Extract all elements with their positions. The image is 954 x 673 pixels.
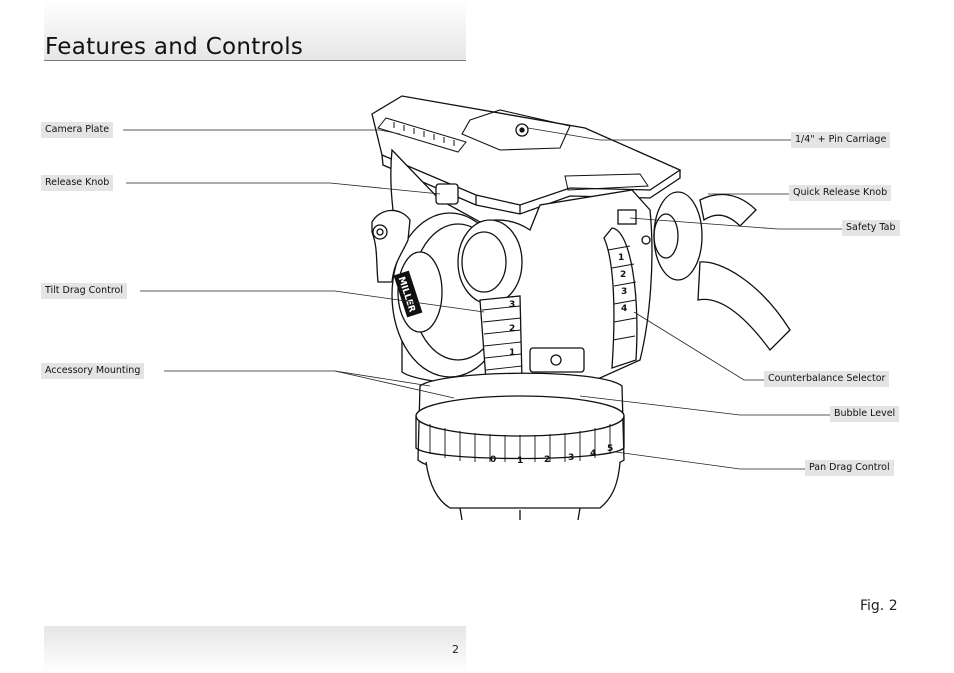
tilt-drag-ring <box>479 295 523 381</box>
callout-bubble-level: Bubble Level <box>830 406 900 422</box>
leader-safety-tab <box>629 217 842 230</box>
pan-scale-1: 1 <box>517 456 523 466</box>
footer-band <box>44 626 466 673</box>
lower-bowl <box>425 461 621 509</box>
pin-carriage <box>461 109 571 151</box>
pan-scale-3: 3 <box>568 453 574 463</box>
pan-scale-2: 2 <box>544 455 550 465</box>
cb-scale-1: 1 <box>618 253 624 263</box>
tilt-scale-1: 1 <box>509 348 515 358</box>
pan-drag-ring-top <box>415 395 625 437</box>
callout-safety-tab: Safety Tab <box>842 220 900 236</box>
callout-pan-drag-control: Pan Drag Control <box>805 460 894 476</box>
callout-counterbalance-selector: Counterbalance Selector <box>764 371 890 387</box>
leader-release-knob <box>126 182 441 195</box>
tilt-scale-2: 2 <box>509 324 515 334</box>
leader-accessory-b <box>334 370 455 399</box>
callout-release-knob: Release Knob <box>41 175 114 191</box>
callout-tilt-drag-control: Tilt Drag Control <box>41 283 127 299</box>
bubble-level <box>529 347 585 373</box>
cb-scale-3: 3 <box>621 287 627 297</box>
pan-scale-4: 4 <box>590 449 596 459</box>
leader-bubble-level <box>579 395 830 416</box>
cb-scale-4: 4 <box>621 304 627 314</box>
header-band <box>44 0 466 60</box>
pan-scale-0: 0 <box>490 455 496 465</box>
tilt-lever <box>371 209 411 283</box>
header-rule <box>44 60 466 61</box>
leader-counterbalance <box>633 311 764 381</box>
safety-tab <box>617 209 637 225</box>
cb-scale-2: 2 <box>620 270 626 280</box>
callout-accessory-mounting: Accessory Mounting <box>41 363 145 379</box>
page-title: Features and Controls <box>45 34 304 60</box>
pan-scale-5: 5 <box>607 444 613 454</box>
leader-pin-carriage <box>527 127 791 141</box>
callout-quick-release-knob: Quick Release Knob <box>789 185 892 201</box>
pan-handle <box>697 261 791 351</box>
tilt-scale-3: 3 <box>509 300 515 310</box>
figure-label: Fig. 2 <box>860 598 898 614</box>
leader-pan-drag <box>615 451 805 470</box>
leader-camera-plate <box>123 129 401 135</box>
callout-pin-carriage: 1/4" + Pin Carriage <box>791 132 891 148</box>
page-number: 2 <box>452 643 459 656</box>
leader-tilt-drag <box>140 290 485 313</box>
callout-camera-plate: Camera Plate <box>41 122 114 138</box>
